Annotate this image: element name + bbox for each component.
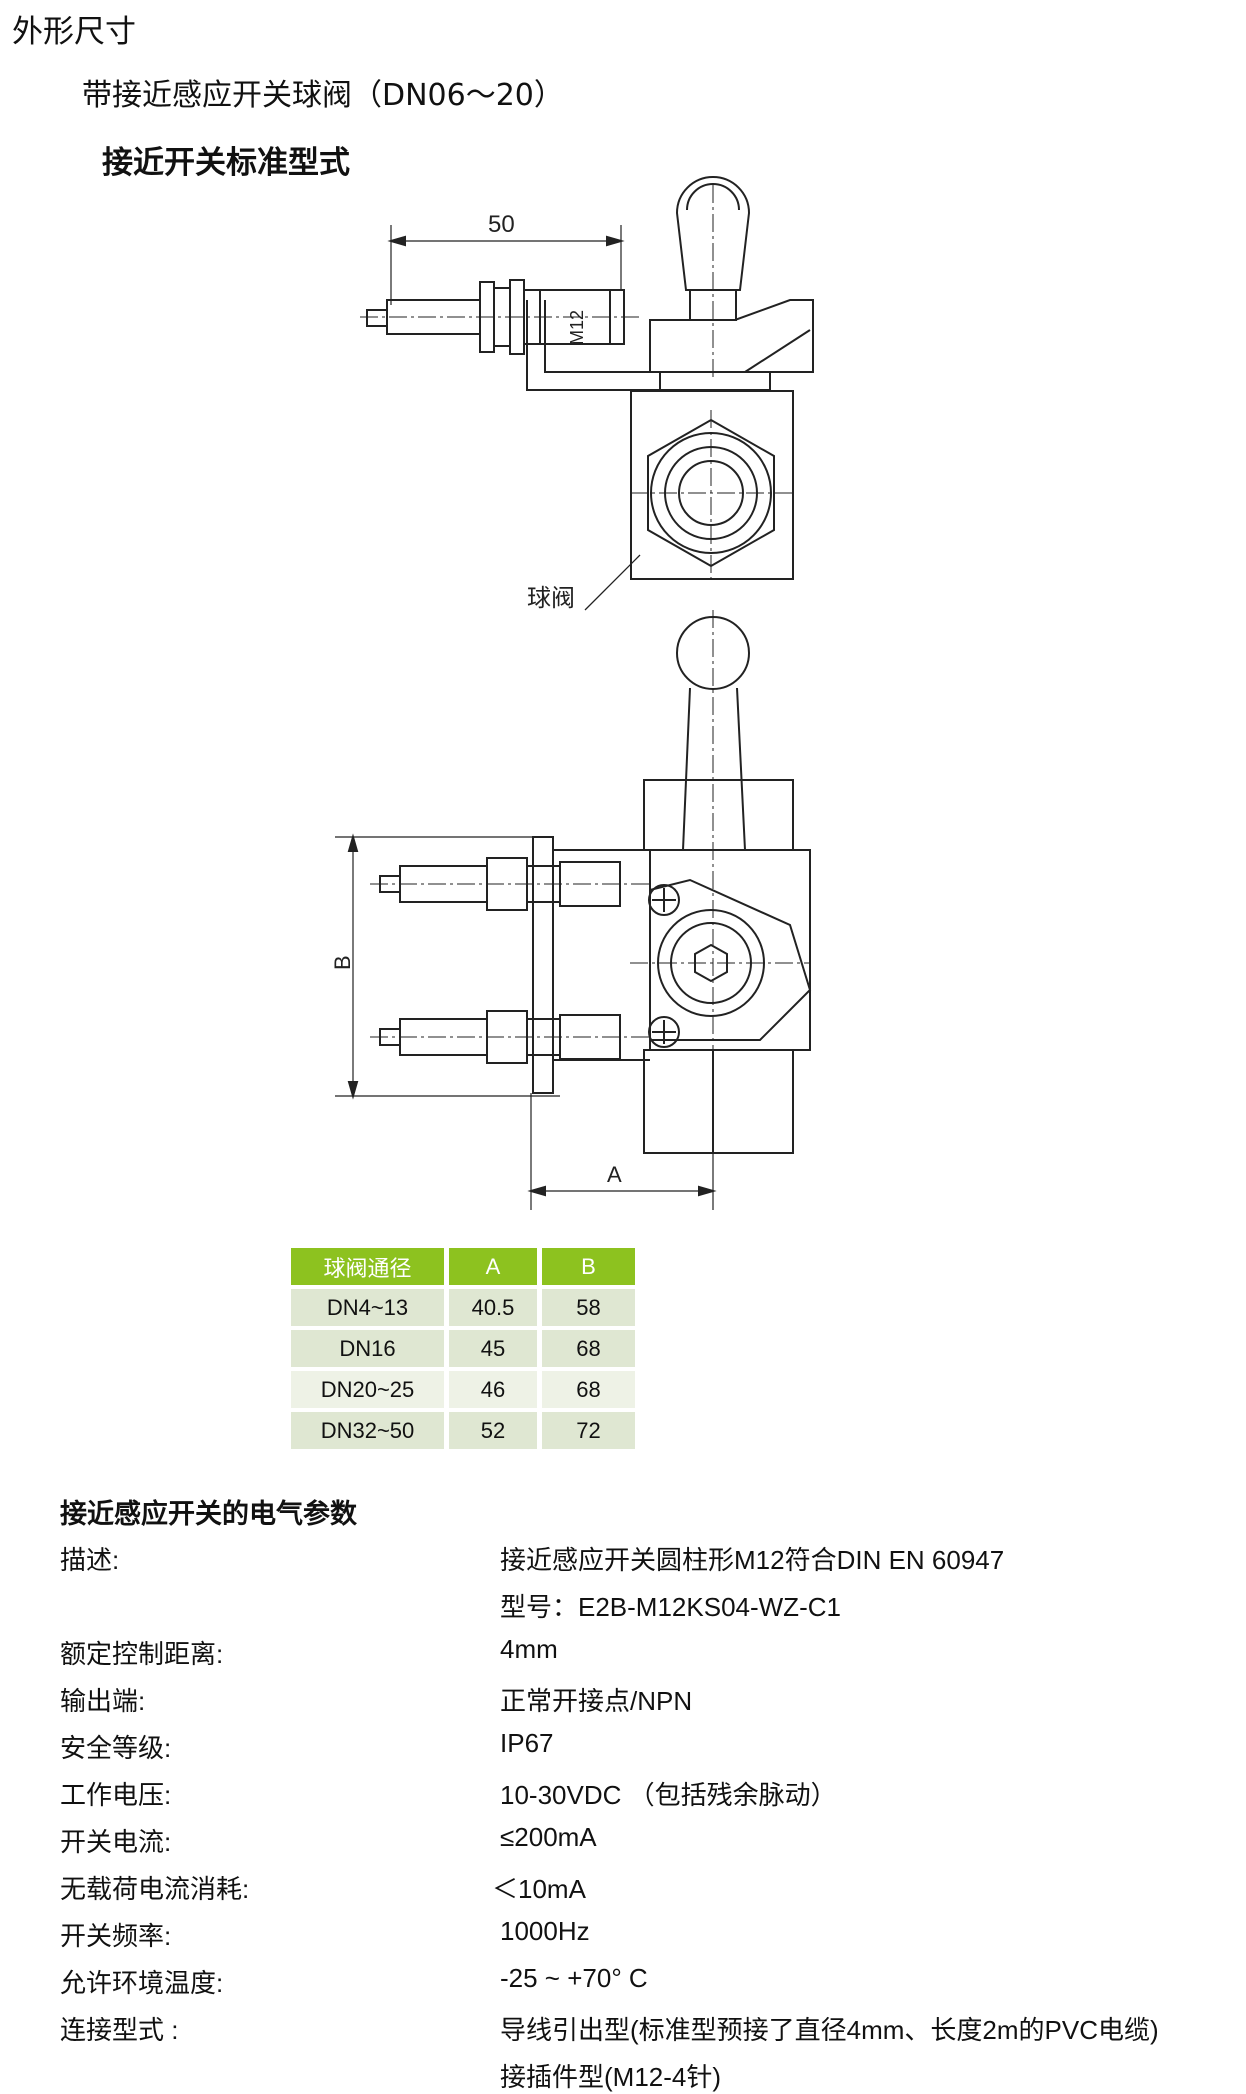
- param-label: 开关频率:: [60, 1921, 172, 1951]
- cell-b: 72: [542, 1412, 635, 1449]
- param-label: 描述:: [60, 1545, 120, 1575]
- cell-a: 45: [449, 1330, 537, 1367]
- param-label: 输出端:: [60, 1686, 146, 1716]
- param-value: 正常开接点/NPN: [500, 1686, 693, 1716]
- table-header-row: 球阀通径 A B: [291, 1248, 635, 1285]
- cell-a: 46: [449, 1371, 537, 1408]
- cell-b: 58: [542, 1289, 635, 1326]
- param-value: ＜10mA: [492, 1874, 586, 1904]
- param-value: 型号：E2B-M12KS04-WZ-C1: [500, 1592, 841, 1622]
- electrical-params-heading: 接近感应开关的电气参数: [60, 1499, 357, 1530]
- dimension-50-label: 50: [488, 211, 515, 238]
- table-row: DN32~50 52 72: [291, 1412, 635, 1449]
- product-subtitle: 带接近感应开关球阀（DN06～20）: [82, 78, 564, 113]
- param-label: 安全等级:: [60, 1733, 172, 1763]
- param-value: 导线引出型(标准型预接了直径4mm、长度2m的PVC电缆): [500, 2015, 1159, 2045]
- cell-a: 40.5: [449, 1289, 537, 1326]
- dimension-a-label: A: [607, 1162, 622, 1187]
- cell-a: 52: [449, 1412, 537, 1449]
- top-view-drawing: 50 M12: [360, 176, 814, 612]
- dimension-table: 球阀通径 A B DN4~13 40.5 58 DN16 45 68 DN20~…: [286, 1244, 640, 1453]
- table-row: DN4~13 40.5 58: [291, 1289, 635, 1326]
- section-title: 外形尺寸: [12, 14, 136, 50]
- param-value: 接近感应开关圆柱形M12符合DIN EN 60947: [500, 1545, 1005, 1575]
- side-view-drawing: B A: [330, 610, 812, 1210]
- table-row: DN20~25 46 68: [291, 1371, 635, 1408]
- param-value: IP67: [500, 1728, 554, 1758]
- valve-label: 球阀: [527, 584, 575, 612]
- technical-drawing: 50 M12: [330, 176, 814, 1210]
- param-value: 10-30VDC （包括残余脉动）: [500, 1780, 837, 1810]
- cell-bore: DN16: [291, 1330, 444, 1367]
- param-label: 无载荷电流消耗:: [60, 1874, 250, 1904]
- dimension-b-label: B: [330, 955, 355, 970]
- param-value: -25 ~ +70° C: [500, 1963, 648, 1993]
- param-label: 开关电流:: [60, 1827, 172, 1857]
- param-value: 1000Hz: [500, 1916, 590, 1946]
- thread-label: M12: [567, 310, 587, 345]
- drawing-heading: 接近开关标准型式: [102, 145, 350, 181]
- param-label: 允许环境温度:: [60, 1968, 224, 1998]
- header-a: A: [449, 1248, 537, 1285]
- cell-b: 68: [542, 1330, 635, 1367]
- param-value: ≤200mA: [500, 1822, 597, 1852]
- param-label: 额定控制距离:: [60, 1639, 224, 1669]
- cell-bore: DN32~50: [291, 1412, 444, 1449]
- header-b: B: [542, 1248, 635, 1285]
- param-value: 接插件型(M12-4针): [500, 2062, 722, 2092]
- table-row: DN16 45 68: [291, 1330, 635, 1367]
- param-label: 工作电压:: [60, 1780, 172, 1810]
- cell-b: 68: [542, 1371, 635, 1408]
- cell-bore: DN20~25: [291, 1371, 444, 1408]
- header-bore: 球阀通径: [291, 1248, 444, 1285]
- param-label: 连接型式 :: [60, 2015, 179, 2045]
- cell-bore: DN4~13: [291, 1289, 444, 1326]
- leader-line: [584, 554, 641, 611]
- param-value: 4mm: [500, 1634, 558, 1664]
